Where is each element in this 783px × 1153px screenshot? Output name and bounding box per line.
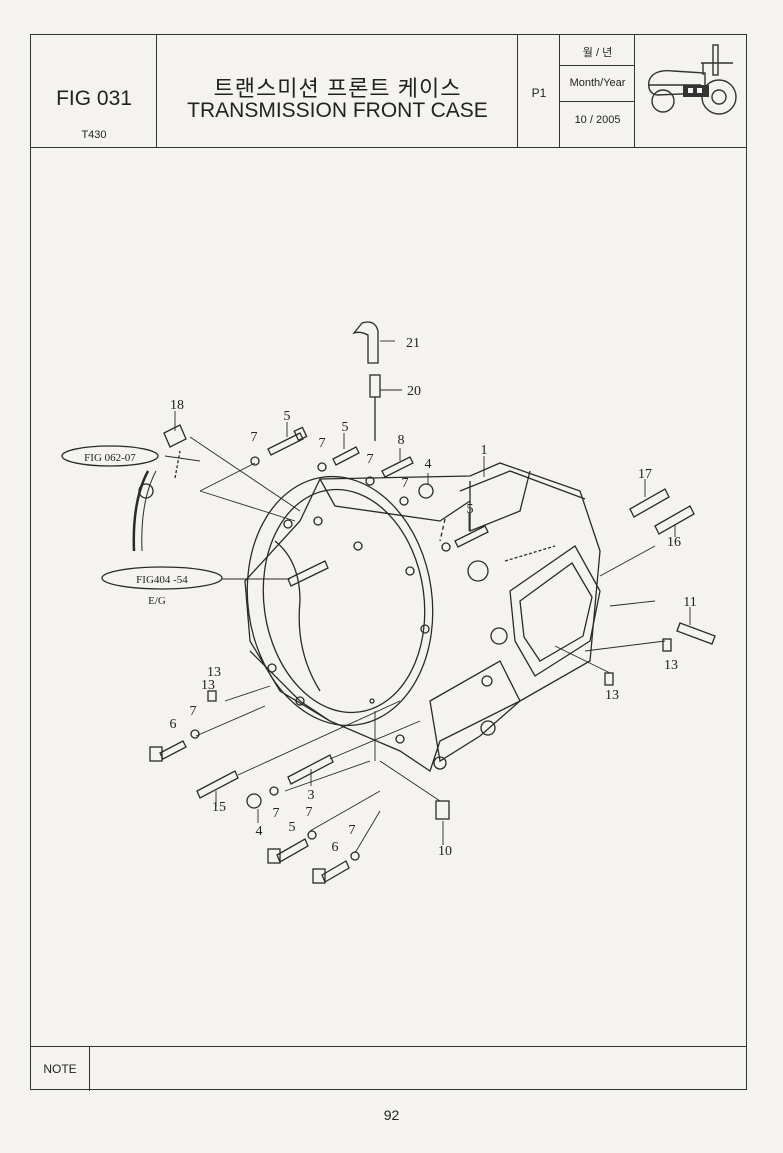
fig-cell: FIG 031 T430 <box>31 35 157 147</box>
callout-5: 5 <box>342 420 349 435</box>
callout-7: 7 <box>402 476 409 491</box>
callout-5: 5 <box>289 820 296 835</box>
side-cover <box>509 545 601 677</box>
breather-hose <box>352 321 379 364</box>
note-box: NOTE <box>31 1046 746 1091</box>
callout-8: 8 <box>398 433 405 448</box>
callout-7: 7 <box>251 430 258 445</box>
parts-sheet-frame: FIG 031 T430 트랜스미션 프론트 케이스 TRANSMISSION … <box>30 34 747 1091</box>
callout-18: 18 <box>170 398 184 413</box>
title-korean: 트랜스미션 프론트 케이스 <box>213 76 462 101</box>
callout-6: 6 <box>332 840 339 855</box>
tractor-cell <box>635 35 746 147</box>
fig404-ref-oval <box>101 566 223 590</box>
title-block: FIG 031 T430 트랜스미션 프론트 케이스 TRANSMISSION … <box>31 35 746 148</box>
callout-5: 5 <box>467 502 474 517</box>
callout-10: 10 <box>438 844 452 859</box>
tractor-icon <box>647 44 737 115</box>
callout-7: 7 <box>273 806 280 821</box>
callout-13: 13 <box>207 665 221 680</box>
page-number: 92 <box>383 1107 400 1123</box>
model-code: T430 <box>81 129 107 141</box>
callout-7: 7 <box>319 436 326 451</box>
title-english: TRANSMISSION FRONT CASE <box>187 99 488 122</box>
callout-20: 20 <box>407 384 421 399</box>
divider <box>560 101 635 102</box>
callout-3: 3 <box>308 788 315 803</box>
ref-fig062: FIG 062-07 <box>84 452 136 464</box>
page-cell: P1 <box>518 35 560 147</box>
callout-4: 4 <box>256 824 263 839</box>
ref-eg: E/G <box>148 595 166 607</box>
callout-7: 7 <box>190 704 197 719</box>
callout-13: 13 <box>201 678 215 693</box>
fig-number: FIG 031 <box>56 87 132 110</box>
month-year-label: Month/Year <box>569 77 626 89</box>
callout-7: 7 <box>349 823 356 838</box>
page-label: P1 <box>531 86 547 100</box>
callout-5: 5 <box>284 409 291 424</box>
callout-15: 15 <box>212 800 226 815</box>
callout-21: 21 <box>406 336 420 351</box>
callout-11: 11 <box>683 595 696 610</box>
fig062-ref-oval <box>61 445 159 467</box>
callout-13: 13 <box>605 688 619 703</box>
callout-1: 1 <box>481 443 488 458</box>
bell-housing-flange <box>246 475 434 727</box>
callout-6: 6 <box>170 717 177 732</box>
bolt-group <box>149 426 716 884</box>
callout-16: 16 <box>667 535 681 550</box>
note-label: NOTE <box>31 1047 90 1091</box>
callout-17: 17 <box>638 467 652 482</box>
exploded-parts-diagram: FIG 062-07 FIG404 -54 E/G 21201855777841… <box>61 321 716 884</box>
front-case-body <box>244 462 601 773</box>
date-value: 10 / 2005 <box>574 114 621 126</box>
callout-13: 13 <box>664 658 678 673</box>
callout-7: 7 <box>306 805 313 820</box>
date-cell: 월 / 년 Month/Year 10 / 2005 <box>560 35 635 147</box>
divider <box>560 65 635 66</box>
callout-7: 7 <box>367 452 374 467</box>
month-year-korean: 월 / 년 <box>582 47 613 59</box>
title-cell: 트랜스미션 프론트 케이스 TRANSMISSION FRONT CASE <box>157 35 518 147</box>
washers <box>190 456 451 861</box>
ref-fig404: FIG404 -54 <box>136 574 188 586</box>
callout-4: 4 <box>425 457 432 472</box>
